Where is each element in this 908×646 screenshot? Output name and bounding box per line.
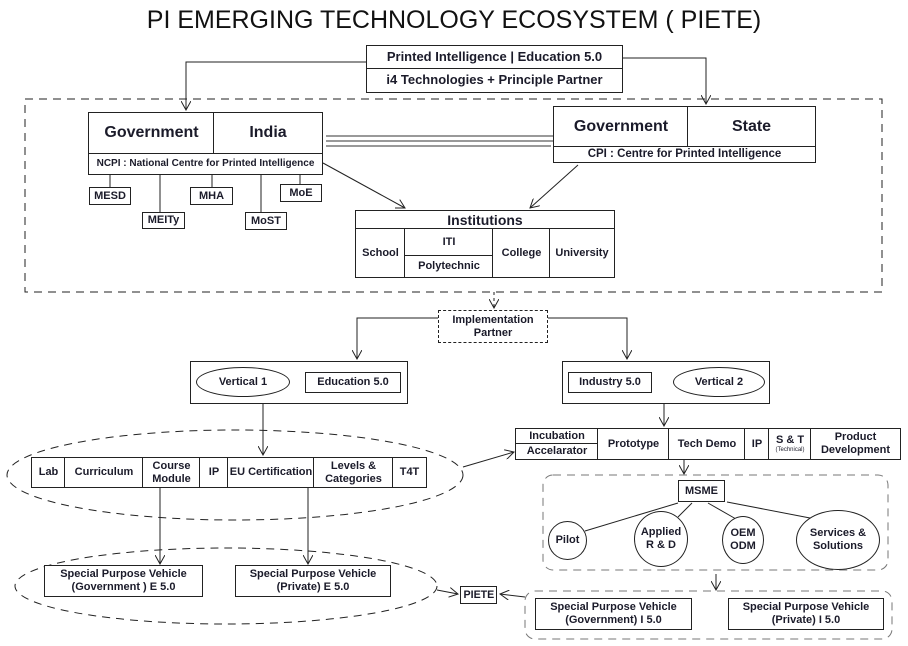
vertical1-label: Vertical 1 xyxy=(196,367,290,397)
gov-state-government: Government xyxy=(553,106,689,148)
spv-government-education: Special Purpose Vehicle (Government ) E … xyxy=(44,565,203,597)
ministry-most: MoST xyxy=(245,212,287,230)
institution-polytechnic: Polytechnic xyxy=(404,255,494,278)
edu-course-module: Course Module xyxy=(142,457,201,488)
ind-accelarator: Accelarator xyxy=(515,443,599,460)
ind-ip: IP xyxy=(744,428,770,460)
ministry-mesd: MESD xyxy=(89,187,131,205)
gov-state-state: State xyxy=(687,106,816,148)
msme-services-solutions: Services & Solutions xyxy=(796,510,880,570)
edu-eu-certification: EU Certification xyxy=(227,457,315,488)
ministry-moe: MoE xyxy=(280,184,322,202)
ncpi-box: NCPI : National Centre for Printed Intel… xyxy=(88,153,323,175)
edu-curriculum: Curriculum xyxy=(64,457,144,488)
piete-box: PIETE xyxy=(460,586,497,604)
industry-5-box: Industry 5.0 xyxy=(568,372,652,393)
st-sublabel: (Technical) xyxy=(775,446,805,453)
ind-tech-demo: Tech Demo xyxy=(668,428,746,460)
spv-government-industry: Special Purpose Vehicle (Government) I 5… xyxy=(535,598,692,630)
ind-product-development: Product Development xyxy=(810,428,901,460)
spv-private-education: Special Purpose Vehicle (Private) E 5.0 xyxy=(235,565,391,597)
vertical2-label: Vertical 2 xyxy=(673,367,765,397)
implementation-partner: Implementation Partner xyxy=(438,310,548,343)
partner-box: i4 Technologies + Principle Partner xyxy=(366,68,623,93)
institution-university: University xyxy=(549,228,615,278)
institutions-header: Institutions xyxy=(355,210,615,230)
msme-applied-rd: Applied R & D xyxy=(634,511,688,567)
cpi-box: CPI : Centre for Printed Intelligence xyxy=(553,146,816,163)
spv-private-industry: Special Purpose Vehicle (Private) I 5.0 xyxy=(728,598,884,630)
gov-india-india: India xyxy=(213,112,323,155)
government-dashed-group xyxy=(24,98,883,293)
ministry-mha: MHA xyxy=(190,187,233,205)
institution-college: College xyxy=(492,228,551,278)
st-label: S & T xyxy=(775,434,805,447)
msme-oem-odm: OEM ODM xyxy=(722,516,764,564)
ministry-meity: MEITy xyxy=(142,212,185,229)
institution-school: School xyxy=(355,228,406,278)
edu-ip: IP xyxy=(199,457,229,488)
ind-prototype: Prototype xyxy=(597,428,670,460)
edu-t4t: T4T xyxy=(392,457,427,488)
msme-pilot: Pilot xyxy=(548,521,587,560)
institution-iti: ITI xyxy=(404,228,494,257)
ind-s-and-t: S & T(Technical) xyxy=(768,428,812,460)
edu-lab: Lab xyxy=(31,457,66,488)
page-title: PI EMERGING TECHNOLOGY ECOSYSTEM ( PIETE… xyxy=(146,6,762,34)
education-5-box: Education 5.0 xyxy=(305,372,401,393)
printed-intelligence-box: Printed Intelligence | Education 5.0 xyxy=(366,45,623,70)
msme-box: MSME xyxy=(678,480,725,502)
gov-india-government: Government xyxy=(88,112,215,155)
edu-levels-categories: Levels & Categories xyxy=(313,457,394,488)
